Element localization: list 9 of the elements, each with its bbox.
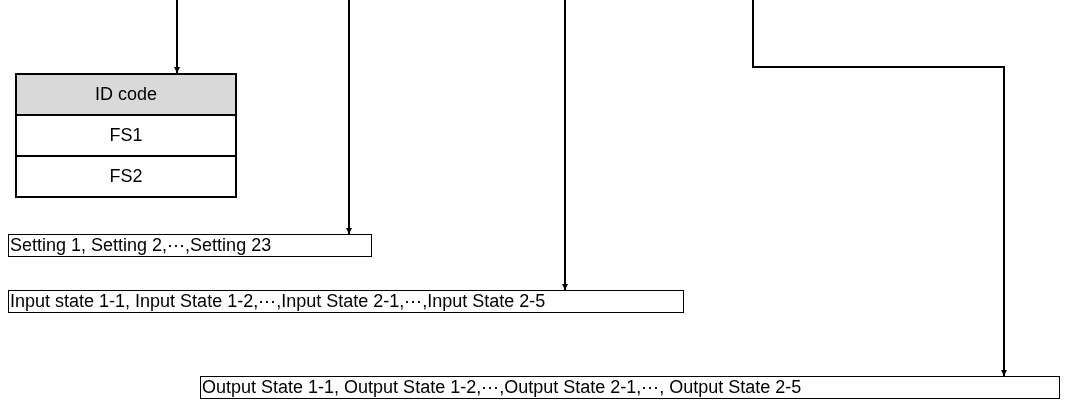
arrow [174,0,180,74]
text-box: Setting 1, Setting 2,⋯,Setting 23 [8,234,372,257]
arrow [752,0,1007,377]
arrow [346,0,352,235]
text-box: Output State 1-1, Output State 1-2,⋯,Output State 2-1,⋯, Output State 2-5 [200,376,1060,399]
arrow [562,0,568,291]
text-box: Input state 1-1, Input State 1-2,⋯,Input State 2-1,⋯,Input State 2-5 [8,290,684,313]
table-header-cell: ID code [17,75,235,114]
id-code-table [15,73,237,198]
